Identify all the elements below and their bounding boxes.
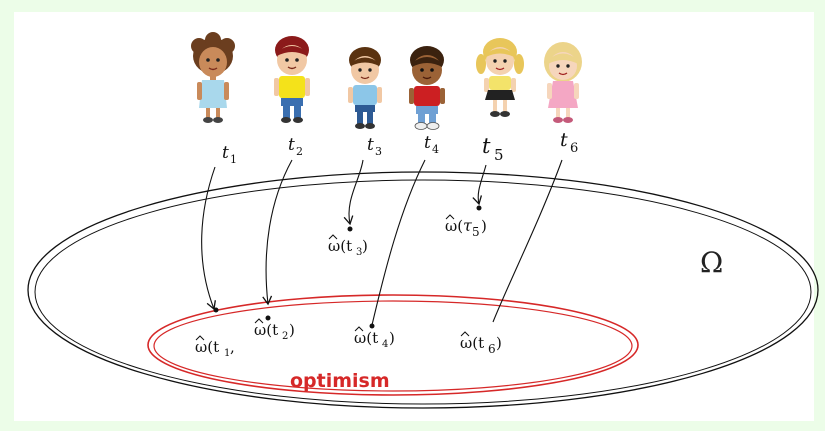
svg-text:ω(t: ω(t [460,334,484,352]
svg-text:,: , [230,338,235,356]
svg-text:4: 4 [432,143,439,156]
image-label-w6: ω(t 6 ) [460,332,502,356]
mapping-arrow-4 [372,160,425,325]
child-dark-skin-icon [409,46,445,130]
svg-text:): ) [496,334,502,352]
image-label-w3: ω(t 3 ) [328,235,368,258]
mapping-endpoints [214,206,482,329]
image-label-w5: ω( τ 5 ) [445,215,487,239]
svg-text:ω(t: ω(t [254,321,278,339]
omega-set-inner [35,180,811,404]
svg-text:t: t [482,134,491,158]
person-label-t3: t 3 [367,135,382,158]
child-red-hair-icon [274,36,310,123]
child-blonde-pigtails-icon [476,38,524,117]
svg-text:ω(: ω( [445,217,463,235]
child-brown-hair-icon [348,47,382,129]
svg-text:): ) [289,321,295,339]
child-curly-hair-icon [191,32,235,123]
svg-text:): ) [481,217,487,235]
svg-text:ω(t: ω(t [328,237,352,255]
mapping-arrow-1 [202,167,215,309]
svg-text:5: 5 [472,225,480,239]
image-label-w4: ω(t 4 ) [354,327,395,350]
person-label-t4: t 4 [424,133,439,156]
optimism-label: optimism [290,370,390,392]
svg-text:2: 2 [282,331,288,342]
omega-set-outer [28,172,818,408]
person-label-t1: t 1 [222,143,237,166]
svg-text:3: 3 [375,145,382,158]
omega-label: Ω [700,246,723,279]
svg-text:): ) [389,329,395,347]
child-blonde-girl-icon [544,42,582,123]
person-label-t6: t 6 [560,129,578,156]
svg-text:t: t [560,129,568,151]
person-label-t2: t 2 [288,135,303,158]
svg-text:t: t [288,135,295,155]
person-label-t5: t 5 [482,134,504,164]
svg-text:5: 5 [494,146,504,164]
svg-text:6: 6 [488,342,496,356]
svg-text:2: 2 [296,145,303,158]
svg-text:ω(t: ω(t [354,329,378,347]
svg-text:ω(t: ω(t [195,338,219,356]
svg-text:): ) [362,237,368,255]
svg-text:t: t [367,135,374,155]
svg-text:1: 1 [230,153,237,166]
svg-text:6: 6 [570,141,578,156]
mapping-arrow-5 [478,165,486,204]
svg-text:t: t [222,143,229,163]
mapping-arrow-3 [349,160,363,224]
svg-text:4: 4 [382,339,388,350]
image-label-w1: ω(t 1 , [195,336,235,359]
svg-text:t: t [424,133,431,153]
image-label-w2: ω(t 2 ) [254,319,295,342]
